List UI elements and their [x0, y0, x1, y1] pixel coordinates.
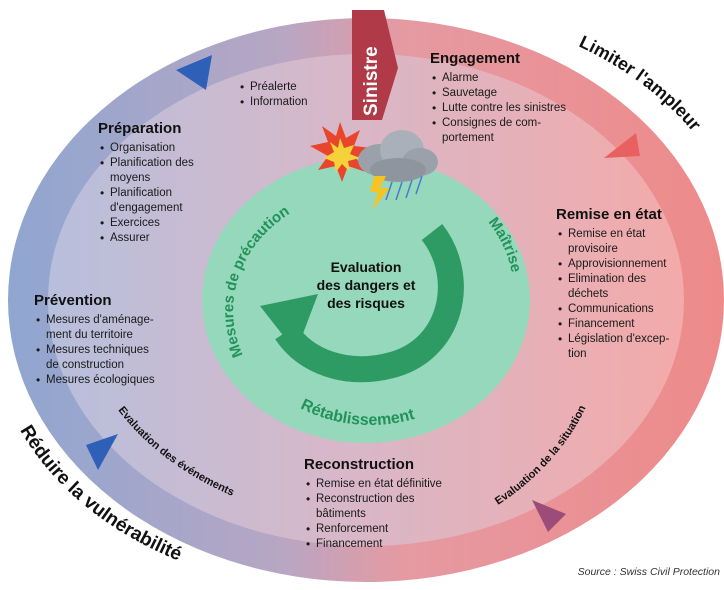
- prevention-title: Prévention: [34, 292, 112, 309]
- list-item: Exercices: [100, 216, 194, 231]
- list-item: ment du territoire: [46, 329, 133, 341]
- cycle-arrow: [275, 223, 464, 383]
- prevention-list: Mesures d'aménage-ment du territoireMesu…: [34, 313, 155, 388]
- explosion-icon: [310, 122, 372, 182]
- list-item: Information: [240, 95, 307, 110]
- list-item: Alarme: [432, 71, 566, 86]
- blue-marker-top: [176, 55, 212, 90]
- list-item: Financement: [558, 317, 669, 332]
- list-item: portement: [442, 132, 494, 144]
- preparation-title: Préparation: [98, 120, 182, 137]
- top-info-block: PréalerteInformation: [238, 80, 308, 110]
- red-marker: [604, 133, 640, 158]
- storm-cloud-icon: [358, 130, 438, 210]
- list-item: provisoire: [568, 243, 618, 255]
- list-item: Sauvetage: [432, 86, 566, 101]
- list-item: d'engagement: [110, 202, 183, 214]
- list-item: Communications: [558, 302, 669, 317]
- list-item: Remise en état définitive: [306, 477, 442, 492]
- remise-title: Remise en état: [556, 206, 662, 223]
- reconstruction-block: Reconstruction Remise en état définitive…: [304, 456, 442, 552]
- top-info-list: PréalerteInformation: [238, 80, 308, 110]
- list-item: de construction: [46, 359, 124, 371]
- dark-marker: [532, 500, 566, 532]
- list-item: Approvisionnement: [558, 257, 669, 272]
- list-item: tion: [568, 348, 587, 360]
- list-item: Planification des: [100, 156, 194, 171]
- center-title-line3: des risques: [327, 295, 405, 311]
- list-item: Reconstruction des: [306, 492, 442, 507]
- list-item: Organisation: [100, 141, 194, 156]
- list-item: moyens: [110, 172, 151, 184]
- source-caption: Source : Swiss Civil Protection: [577, 566, 720, 578]
- list-item: Législation d'excep-: [558, 332, 669, 347]
- reconstruction-list: Remise en état définitiveReconstruction …: [304, 477, 442, 552]
- list-item: Remise en état: [558, 227, 669, 242]
- cycle-arrowhead: [260, 294, 318, 352]
- sinistre-arrow: [352, 10, 398, 120]
- remise-block: Remise en état Remise en étatprovisoireA…: [556, 206, 669, 362]
- list-item: déchets: [568, 288, 609, 300]
- preparation-block: Préparation OrganisationPlanification de…: [98, 120, 194, 246]
- list-item: Financement: [306, 537, 442, 552]
- engagement-title: Engagement: [430, 50, 521, 67]
- engagement-list: AlarmeSauvetageLutte contre les sinistre…: [430, 71, 566, 146]
- reconstruction-title: Reconstruction: [304, 456, 415, 473]
- list-item: Mesures techniques: [36, 343, 155, 358]
- preparation-list: OrganisationPlanification desmoyensPlani…: [98, 141, 194, 246]
- list-item: Renforcement: [306, 522, 442, 537]
- list-item: Mesures d'aménage-: [36, 313, 155, 328]
- blue-marker-left: [86, 434, 118, 470]
- center-title-line2: des dangers et: [317, 277, 416, 293]
- list-item: bâtiments: [316, 508, 366, 520]
- list-item: Lutte contre les sinistres: [432, 101, 566, 116]
- list-item: Elimination des: [558, 272, 669, 287]
- engagement-block: Engagement AlarmeSauvetageLutte contre l…: [430, 50, 566, 146]
- remise-list: Remise en étatprovisoireApprovisionnemen…: [556, 227, 669, 362]
- list-item: Assurer: [100, 231, 194, 246]
- list-item: Mesures écologiques: [36, 373, 155, 388]
- list-item: Consignes de com-: [432, 116, 566, 131]
- center-circle: [202, 157, 530, 443]
- prevention-block: Prévention Mesures d'aménage-ment du ter…: [34, 292, 155, 388]
- list-item: Préalerte: [240, 80, 308, 95]
- list-item: Planification: [100, 186, 194, 201]
- sinistre-label: Sinistre: [361, 46, 382, 116]
- center-title-line1: Evaluation: [331, 259, 402, 275]
